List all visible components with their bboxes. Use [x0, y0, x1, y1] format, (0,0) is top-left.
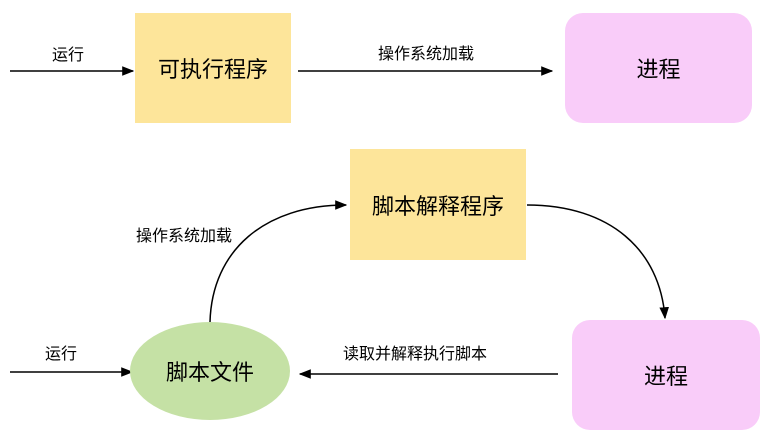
arrow-file-to-interpreter	[209, 200, 348, 323]
process-label-bottom: 进程	[643, 365, 688, 390]
process-box-top: 进程	[565, 13, 752, 123]
os-load-label-top: 操作系统加载	[378, 44, 475, 63]
read-interpret-label: 读取并解释执行脚本	[343, 344, 488, 363]
os-load-label-bottom: 操作系统加载	[136, 226, 233, 245]
script-interpreter-label: 脚本解释程序	[371, 194, 504, 220]
executable-program-label: 可执行程序	[157, 58, 268, 83]
executable-program-box: 可执行程序	[135, 13, 291, 123]
run-label-bottom: 运行	[45, 344, 78, 363]
script-file-ellipse: 脚本文件	[130, 322, 290, 420]
run-label-top: 运行	[52, 45, 85, 64]
script-file-label: 脚本文件	[165, 361, 254, 386]
process-label-top: 进程	[636, 58, 681, 83]
process-box-bottom: 进程	[572, 320, 760, 430]
arrow-interpreter-to-process	[526, 204, 669, 320]
script-interpreter-box: 脚本解释程序	[350, 149, 526, 260]
